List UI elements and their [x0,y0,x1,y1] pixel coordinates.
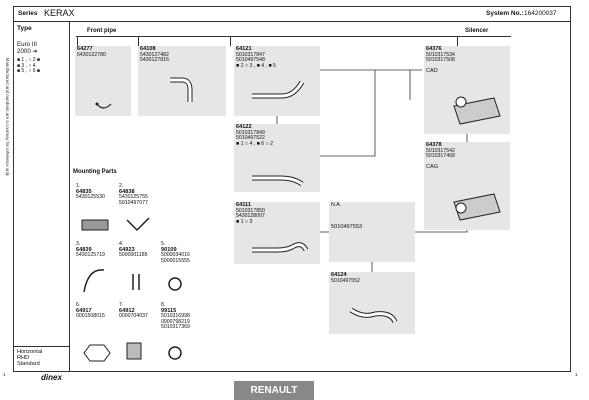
variant-label: CAD [426,68,438,74]
type-label: Type [17,25,32,32]
part-64378[interactable]: 64378 5010317542 5010317468 CAG [424,142,510,230]
variant-label: CAG [426,164,439,170]
plate-drawing [126,342,142,360]
clamp-drawing [168,277,182,291]
euro-label: Euro III [17,41,37,48]
page-number-right: 1 [575,372,578,377]
divider [14,346,69,347]
clamp-drawing [95,102,112,109]
bolt-drawing [132,274,140,290]
part-64124[interactable]: 64124 5010497552 [329,272,415,334]
mount-64838[interactable]: 2. 64838 5430125755 5010497077 [119,183,159,236]
page-number-left: 1 [3,372,6,377]
series-label: Series [18,10,38,17]
silencer-drawing [453,193,501,221]
brand-banner: RENAULT [234,381,314,400]
mount-64923[interactable]: 4. 64923 5000001185 [119,241,159,297]
drawing-sheet: Series KERAX System No.: 164200037 Type … [13,6,571,372]
pipe-drawing [170,77,193,102]
mount-64839[interactable]: 3. 64839 5430125719 [76,241,116,297]
mount-90109[interactable]: 5. 90109 5000034016 5000015555 [161,241,201,297]
mount-64917[interactable]: 6. 64917 0001508015 [76,302,116,363]
part-na[interactable]: N.A. 5010497553 [329,202,415,262]
type-codes: ■ 1 , ○ 2 ■ ■ 3 , ○ 4 ■ 5 , ○ 6 ■ [17,57,40,74]
pipe-drawing [252,80,305,99]
part-64277[interactable]: 64277 5430122780 [75,46,131,116]
part-64122[interactable]: 64122 5010317849 5010497522 ■ 1 ○ 4 , ■ … [234,124,320,192]
part-64376[interactable]: 64376 5010317534 5010317508 CAD [424,46,510,134]
gasket-drawing [83,344,111,362]
mounting-heading: Mounting Parts [73,169,117,175]
pipe-drawing [252,242,309,253]
mount-64835[interactable]: 1. 64835 5430125530 [76,183,116,236]
system-value: 164200037 [524,10,557,17]
tick-line [457,36,458,46]
section-line [76,36,511,37]
part-64111[interactable]: 64111 5010317850 5430128007 ■ 1 ○ 3 [234,202,320,264]
config-footer: Horizontal RHD Standard [17,349,43,367]
left-column: Type Euro III 2000 ➔ ■ 1 , ○ 2 ■ ■ 3 , ○… [14,21,70,371]
tick-line [230,36,231,46]
tick-line [138,36,139,46]
series-value: KERAX [44,8,75,18]
dinex-logo: dinex [41,373,62,382]
part-64108[interactable]: 64108 5430127482 5430127816 [138,46,226,116]
strap-drawing [83,269,105,293]
bracket-drawing [126,217,150,232]
pipe-drawing [252,175,304,187]
part-64121[interactable]: 64121 5010317847 5010497548 ■ 2 ○ 3 , ■ … [234,46,320,116]
oe-number: 5010497553 [331,224,363,230]
system-label: System No.: [486,10,524,17]
silencer-drawing [453,96,501,125]
arrow-right-icon: ➔ [32,48,38,55]
year-label: 2000 ➔ [17,48,38,55]
bracket-drawing [81,219,109,231]
header-row: Series KERAX System No.: 164200037 [14,7,570,22]
mount-64912[interactable]: 7. 64912 0000704037 [119,302,159,363]
silencer-heading: Silencer [465,28,489,34]
front-pipe-heading: Front pipe [87,28,117,34]
tick-line [77,36,78,46]
mount-99115[interactable]: 8. 99115 5010316998 0000798219 501031736… [161,302,201,363]
clamp-drawing [168,346,182,360]
pipe-drawing [349,307,398,324]
